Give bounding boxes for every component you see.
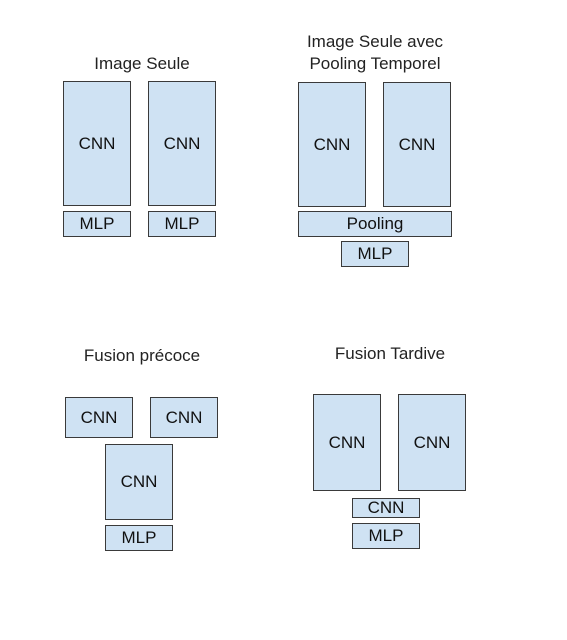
fusion-precoce-cnn-box-1: CNN xyxy=(65,397,133,438)
fusion-tardive-mlp-box: MLP xyxy=(352,523,420,549)
pooling-temporel-cnn-box-2: CNN xyxy=(383,82,451,207)
image-seule-cnn-box-2: CNN xyxy=(148,81,216,206)
pooling-temporel-title-line1: Image Seule avec xyxy=(306,32,444,51)
image-seule-mlp-box-2: MLP xyxy=(148,211,216,237)
pooling-temporel-title-line2: Pooling Temporel xyxy=(309,54,441,73)
fusion-tardive-cnn-box-2: CNN xyxy=(398,394,466,491)
fusion-precoce-mlp-box: MLP xyxy=(105,525,173,551)
pooling-box: Pooling xyxy=(298,211,452,237)
fusion-precoce-cnn-box-2: CNN xyxy=(150,397,218,438)
image-seule-cnn-box-1: CNN xyxy=(63,81,131,206)
pooling-temporel-mlp-box: MLP xyxy=(341,241,409,267)
fusion-precoce-title: Fusion précoce xyxy=(83,346,201,365)
fusion-tardive-cnn-box-1: CNN xyxy=(313,394,381,491)
fusion-precoce-cnn-box-3: CNN xyxy=(105,444,173,520)
fusion-tardive-cnn-box-3: CNN xyxy=(352,498,420,518)
image-seule-mlp-box-1: MLP xyxy=(63,211,131,237)
fusion-tardive-title: Fusion Tardive xyxy=(334,344,446,363)
pooling-temporel-cnn-box-1: CNN xyxy=(298,82,366,207)
image-seule-title: Image Seule xyxy=(94,54,190,73)
